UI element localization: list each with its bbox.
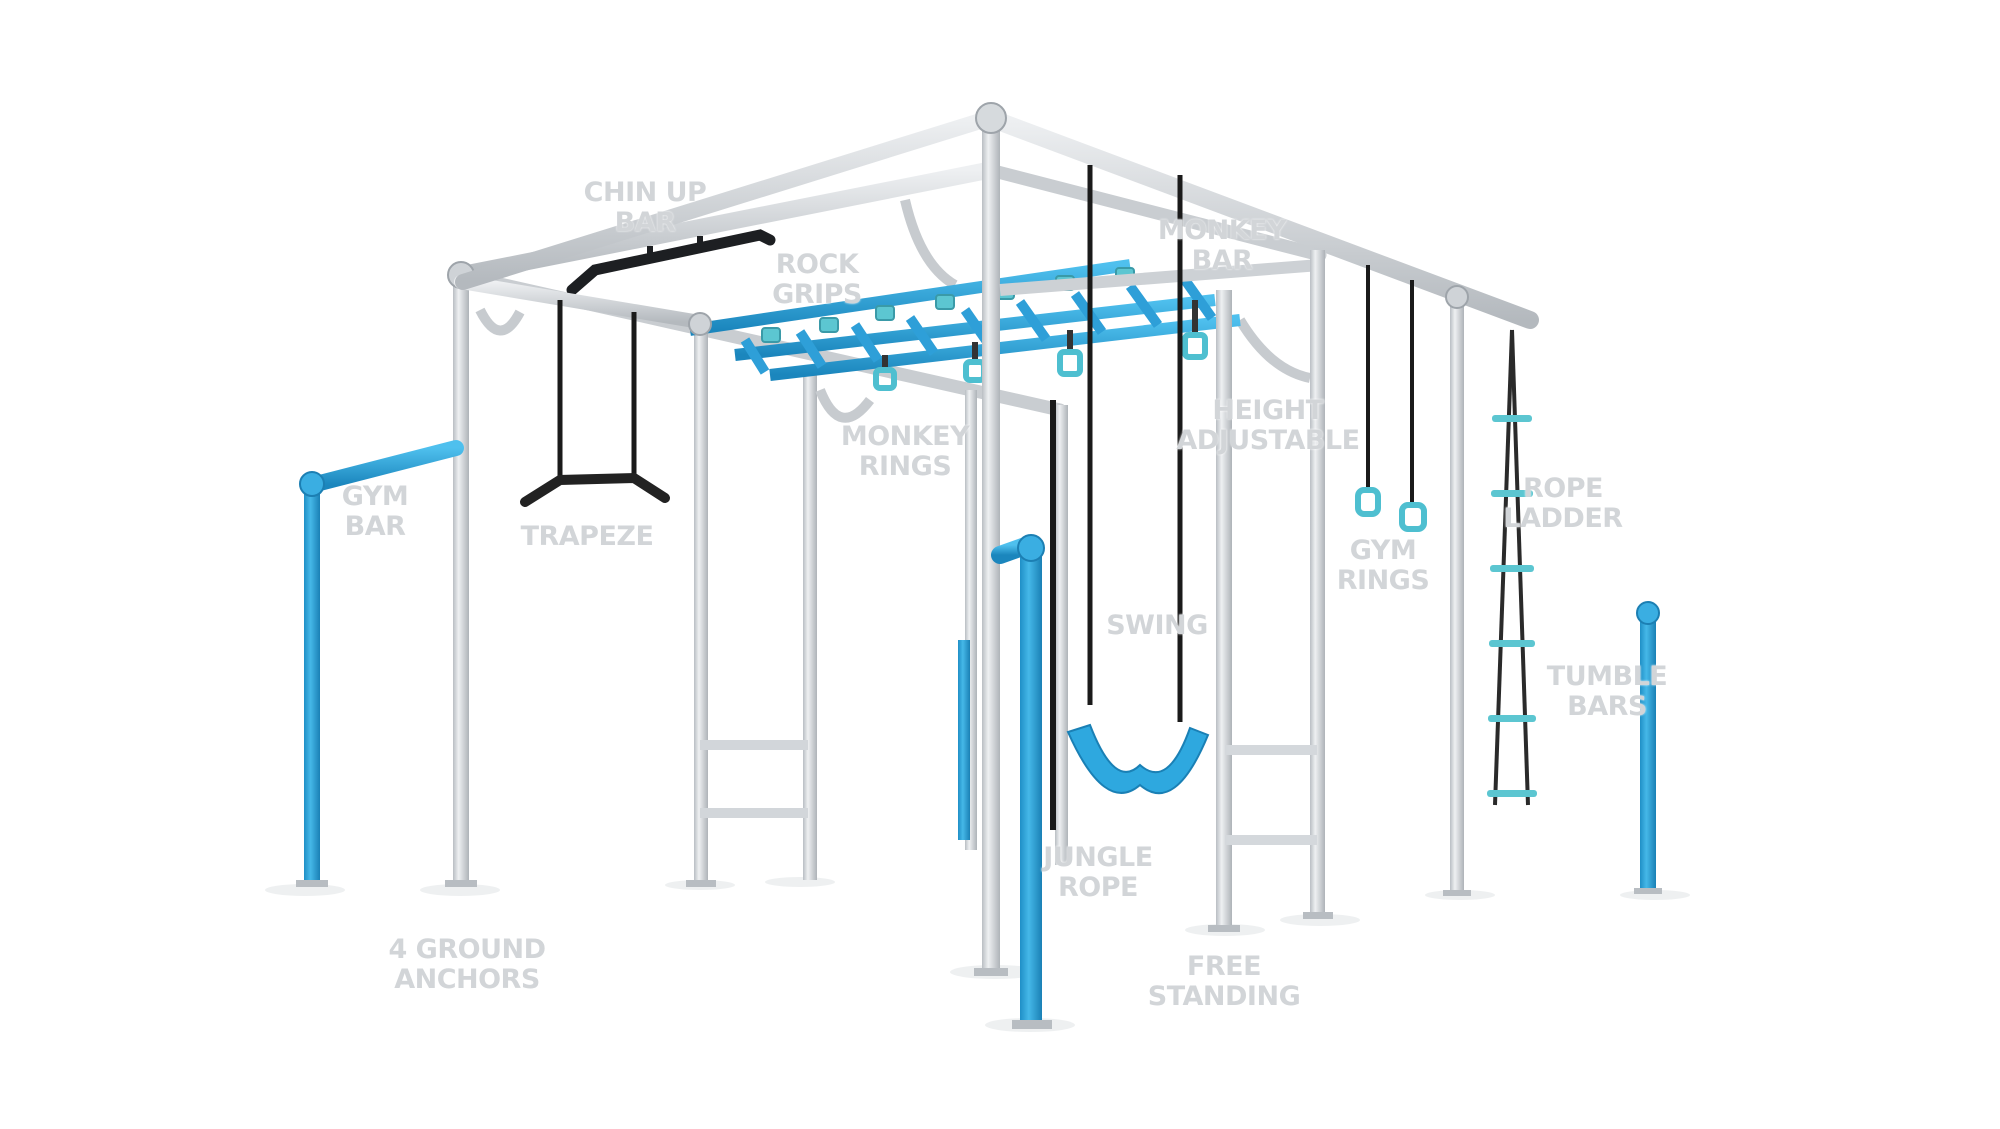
chin-up-bar xyxy=(566,229,776,296)
gym-rings xyxy=(1355,265,1427,532)
swing xyxy=(1066,165,1210,795)
label-chin-up-bar: CHIN UP BAR xyxy=(583,177,707,238)
trapeze xyxy=(520,300,670,507)
label-monkey-rings: MONKEY RINGS xyxy=(840,421,970,482)
label-swing: SWING xyxy=(1106,610,1208,641)
label-trapeze: TRAPEZE xyxy=(520,521,654,552)
tumble-bars xyxy=(1450,601,1662,894)
back-frame xyxy=(451,161,1327,885)
label-rope-ladder: ROPE LADDER xyxy=(1503,473,1623,534)
front-blue-post xyxy=(991,534,1052,1029)
label-monkey-bar: MONKEY BAR xyxy=(1157,215,1287,276)
label-jungle-rope: JUNGLE ROPE xyxy=(1043,842,1153,903)
label-ground-anchors: 4 GROUND ANCHORS xyxy=(388,934,546,995)
back-blue-post xyxy=(958,640,970,840)
left-frame xyxy=(296,261,716,887)
rope-ladder xyxy=(1487,329,1537,806)
label-gym-bar: GYM BAR xyxy=(341,481,409,542)
label-height-adjustable: HEIGHT ADJUSTABLE xyxy=(1176,395,1360,456)
label-gym-rings: GYM RINGS xyxy=(1336,535,1430,596)
front-frame xyxy=(455,102,1539,976)
monkey-rings xyxy=(873,300,1208,391)
label-rock-grips: ROCK GRIPS xyxy=(772,249,862,310)
label-tumble-bars: TUMBLE BARS xyxy=(1546,661,1668,722)
label-free-standing: FREE STANDING xyxy=(1147,951,1301,1012)
